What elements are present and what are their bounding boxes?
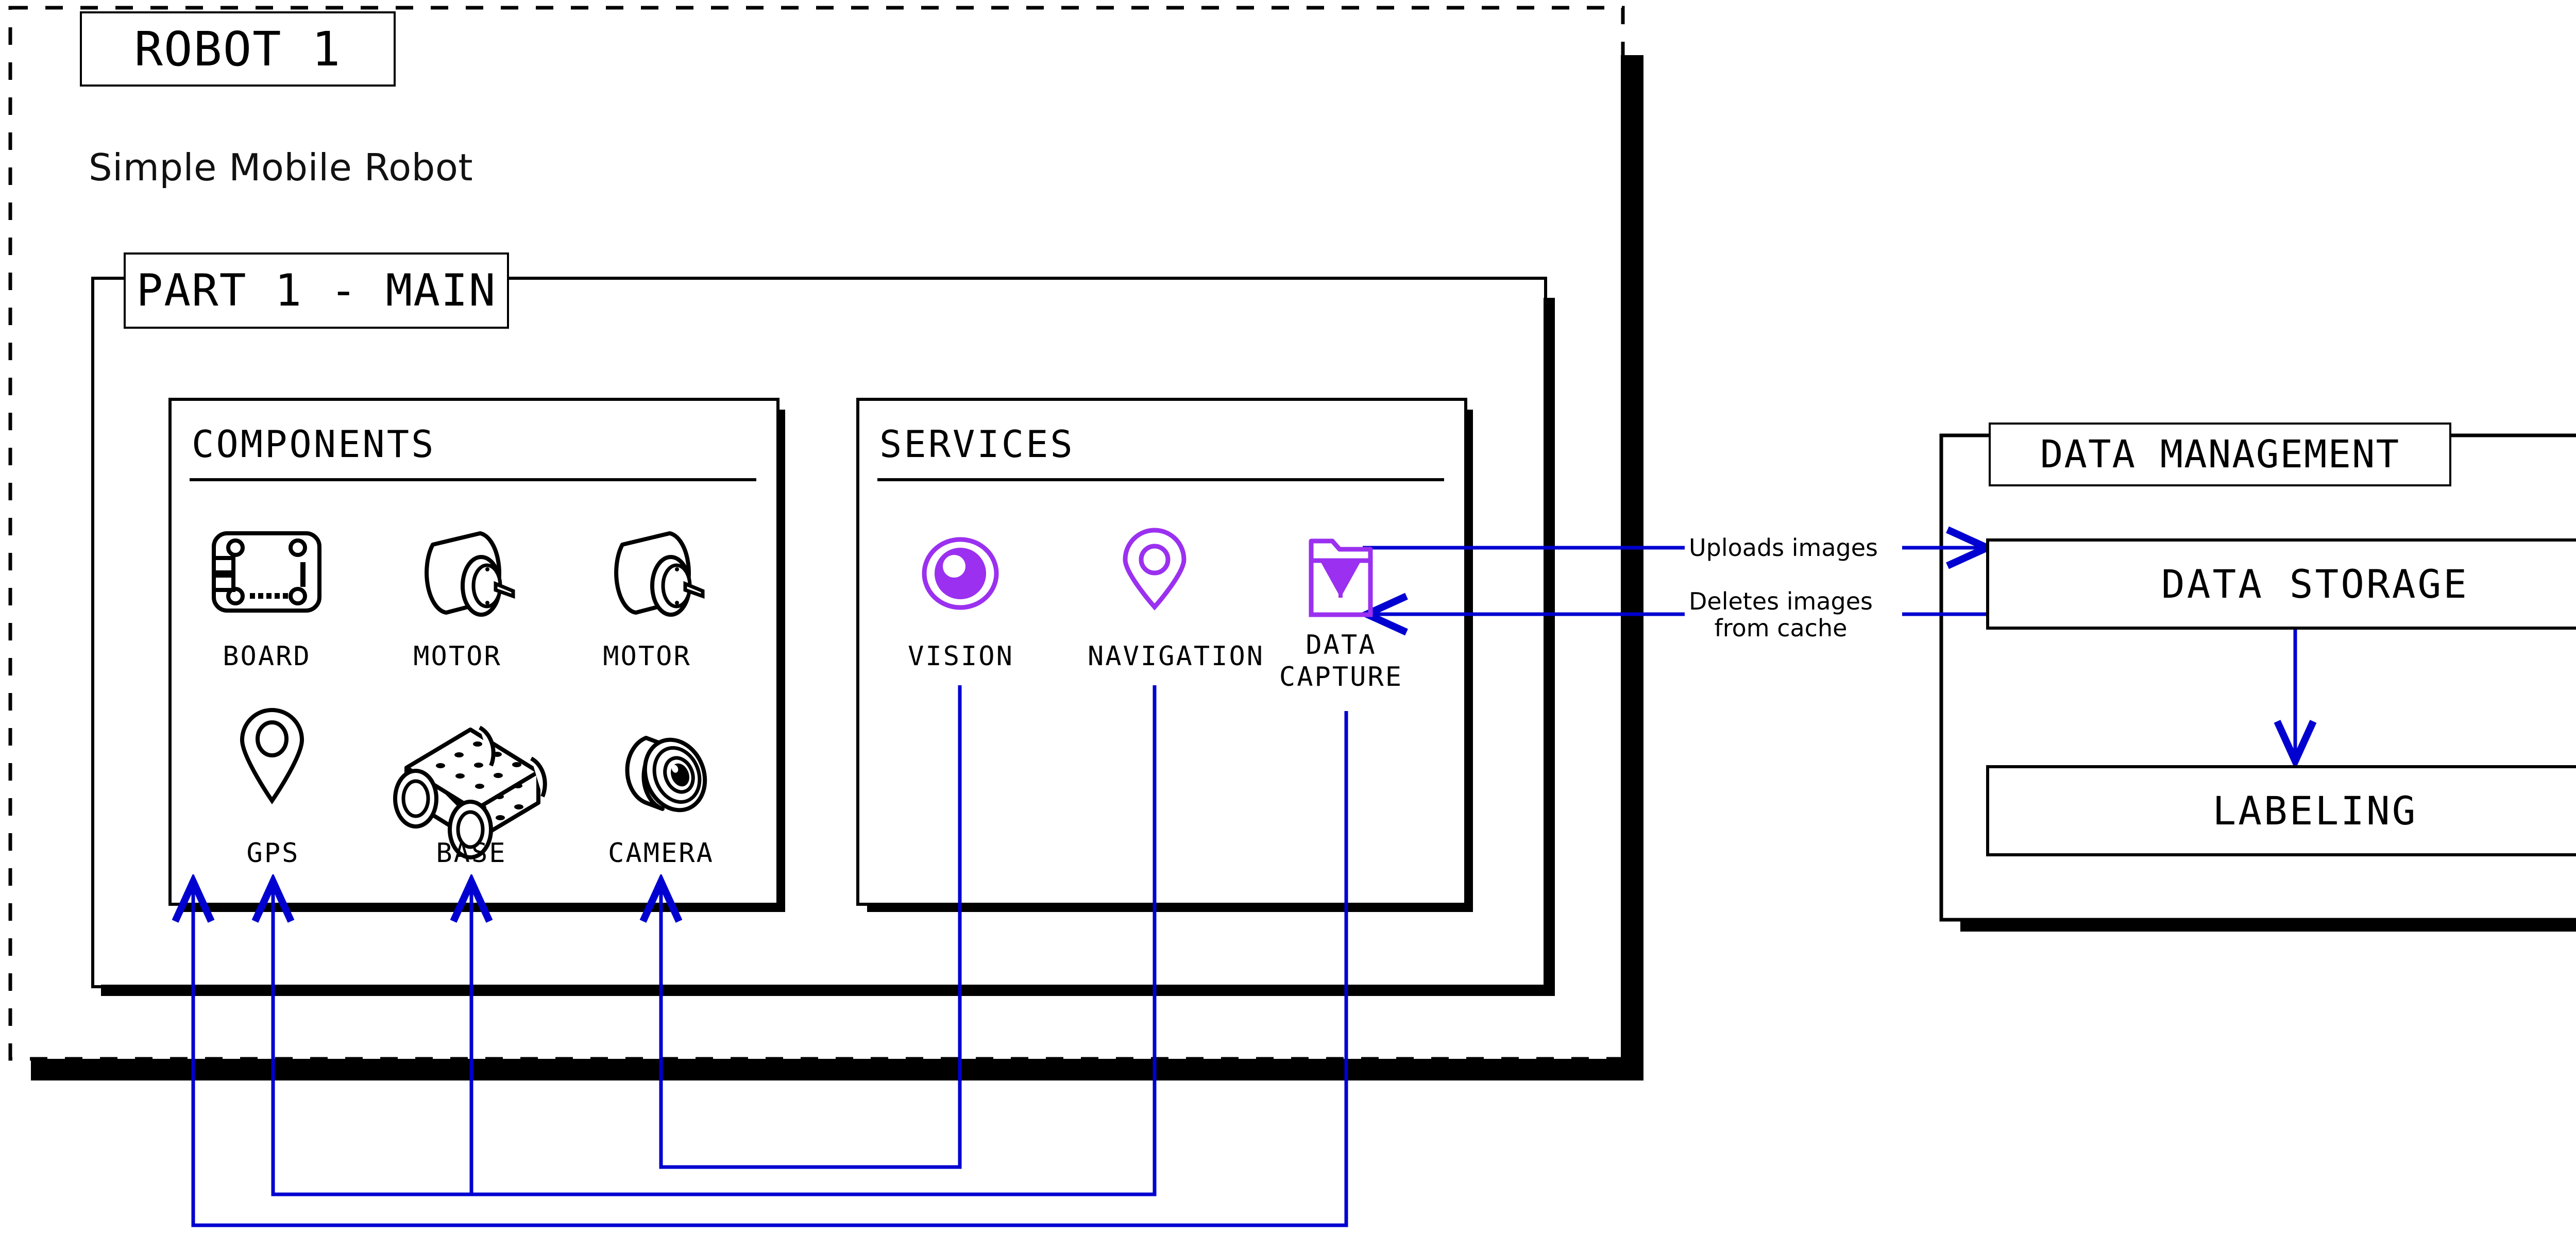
service-vision[interactable]: VISION xyxy=(894,639,1028,671)
robot-container-border xyxy=(8,6,1625,1061)
part-title-text: PART 1 - MAIN xyxy=(136,265,497,316)
edge-label-uploads-images: Uploads images xyxy=(1686,534,1882,562)
components-heading-rule xyxy=(190,478,756,481)
robot-title-text: ROBOT 1 xyxy=(134,21,342,77)
motor-icon xyxy=(425,531,515,617)
components-heading: COMPONENTS xyxy=(192,423,436,466)
data-storage-box[interactable]: DATA STORAGE xyxy=(1986,538,2576,630)
component-motor-2-label: MOTOR xyxy=(603,641,691,672)
service-data-capture-label-line1: DATA xyxy=(1306,630,1377,661)
labeling-box[interactable]: LABELING xyxy=(1986,765,2576,856)
component-motor-1[interactable]: MOTOR xyxy=(391,639,524,671)
services-heading: SERVICES xyxy=(879,423,1075,466)
component-base[interactable]: BASE xyxy=(404,836,538,868)
service-navigation[interactable]: NAVIGATION xyxy=(1088,639,1265,672)
circuit-board-icon xyxy=(212,531,321,613)
wire-navigation-to-gps xyxy=(273,685,1157,1196)
wire-vision-to-camera xyxy=(661,685,962,1169)
component-motor-2[interactable]: MOTOR xyxy=(580,639,714,671)
labeling-label: LABELING xyxy=(2212,788,2418,834)
service-data-capture[interactable]: DATA CAPTURE xyxy=(1274,628,1408,691)
edge-label-deletes-images-line1: Deletes images xyxy=(1689,587,1873,615)
part-title-box: PART 1 - MAIN xyxy=(124,252,509,329)
connection-wires xyxy=(193,548,2576,1227)
data-management-title-box: DATA MANAGEMENT xyxy=(1989,423,2451,486)
camera-lens-icon xyxy=(625,736,707,813)
robot-subtitle: Simple Mobile Robot xyxy=(89,146,473,189)
services-heading-rule xyxy=(877,478,1444,481)
rover-base-icon xyxy=(393,725,547,859)
edge-label-deletes-images-line2: from cache xyxy=(1714,614,1848,642)
data-storage-label: DATA STORAGE xyxy=(2161,561,2469,607)
component-board[interactable]: BOARD xyxy=(200,639,334,671)
robot-title-box: ROBOT 1 xyxy=(80,11,396,87)
component-board-label: BOARD xyxy=(223,641,311,672)
component-gps-label: GPS xyxy=(246,838,300,869)
component-gps[interactable]: GPS xyxy=(206,836,340,868)
folder-download-icon xyxy=(1309,538,1373,617)
part-container-border xyxy=(91,277,1547,988)
motor-icon xyxy=(614,531,705,617)
component-motor-1-label: MOTOR xyxy=(413,641,502,672)
service-data-capture-label-line2: CAPTURE xyxy=(1279,662,1403,693)
eye-icon xyxy=(922,537,999,610)
service-vision-label: VISION xyxy=(908,641,1014,672)
component-camera[interactable]: CAMERA xyxy=(594,836,728,868)
map-pin-icon xyxy=(240,708,304,805)
edge-label-deletes-images: Deletes images from cache xyxy=(1686,587,1876,642)
component-camera-label: CAMERA xyxy=(608,838,714,869)
component-base-label: BASE xyxy=(436,838,507,869)
data-management-title-text: DATA MANAGEMENT xyxy=(2040,432,2400,477)
location-pin-icon xyxy=(1123,528,1187,611)
service-navigation-label: NAVIGATION xyxy=(1088,641,1265,672)
robot-container-shadow xyxy=(31,55,1643,1080)
